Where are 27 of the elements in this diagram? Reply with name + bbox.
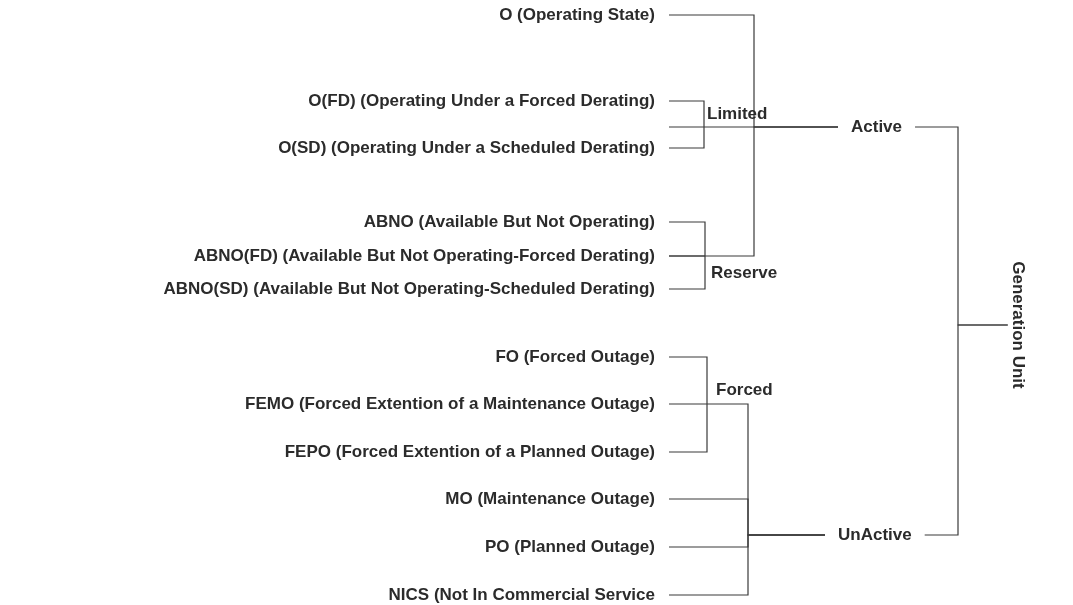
- state-label: PO (Planned Outage): [484, 537, 669, 557]
- group-label: Forced: [707, 380, 773, 404]
- state-label: MO (Maintenance Outage): [445, 489, 669, 509]
- group-label: UnActive: [825, 525, 925, 545]
- state-label: NICS (Not In Commercial Service: [388, 585, 669, 605]
- state-label: O(SD) (Operating Under a Scheduled Derating): [278, 138, 669, 158]
- state-label: FO (Forced Outage): [495, 347, 669, 367]
- connector-line: [668, 255, 706, 290]
- state-label: O(FD) (Operating Under a Forced Derating): [308, 91, 669, 111]
- connector-line: [668, 126, 705, 149]
- state-label: ABNO(FD) (Available But Not Operating-Forced Derating): [193, 246, 669, 266]
- group-label: Active: [838, 117, 916, 137]
- connector-line: [668, 221, 706, 257]
- state-label: FEPO (Forced Extention of a Planned Outage): [284, 442, 669, 462]
- state-label: O (Operating State): [499, 5, 669, 25]
- connector-line: [668, 534, 826, 596]
- root-label: Generation Unit: [1007, 261, 1028, 389]
- state-label: ABNO (Available But Not Operating): [363, 212, 669, 232]
- connector-line: [668, 255, 706, 257]
- connector-line: [668, 356, 708, 405]
- connector-line: [668, 403, 708, 453]
- state-label: FEMO (Forced Extention of a Maintenance Outage): [245, 394, 669, 414]
- connector-line: [924, 324, 1009, 536]
- connector-line: [668, 100, 705, 128]
- connector-line: [703, 126, 839, 128]
- group-label: Reserve: [705, 257, 778, 283]
- state-label: ABNO(SD) (Available But Not Operating-Scheduled Derating): [163, 279, 669, 299]
